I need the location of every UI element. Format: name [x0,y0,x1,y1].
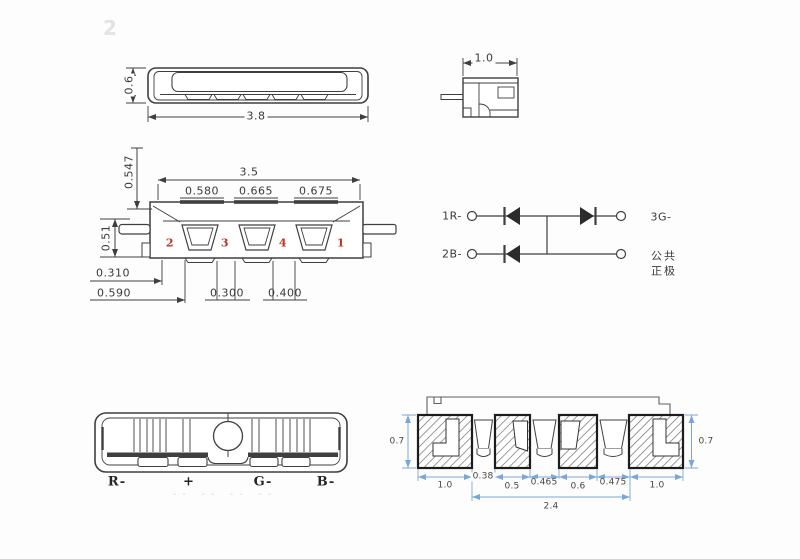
bottom-pad-label-plus: + [183,474,195,490]
schematic-terminal-1r-label: 1R- [442,209,462,223]
top-view-height-dim-label: 0.6 [122,73,136,97]
front-view-seg-mid-dim-label: 0.665 [239,184,273,198]
pin-number-3: 3 [220,236,230,250]
schematic-terminal-3g-label: 3G- [650,210,672,224]
padlayout-gap2-dim-label: 0.465 [528,477,560,488]
front-view [90,147,397,303]
front-view-cup-a-dim-label: 0.300 [210,286,244,300]
front-view-cup-b-dim-label: 0.400 [268,286,302,300]
padlayout-height-right-dim-label: 0.7 [698,436,714,447]
side-view-width-dim-label: 1.0 [472,51,496,65]
pin-number-2: 2 [165,236,175,250]
bottom-pad-label-b: B- [316,474,336,490]
schematic-common-anode-label-line2: 正极 [651,264,677,278]
padlayout-gap1-dim-label: 0.38 [470,471,496,482]
front-view-seg-left-dim-label: 0.580 [185,184,219,198]
front-view-offset-a-dim-label: 0.310 [96,266,130,280]
padlayout-pad3-dim-label: 0.6 [570,481,586,492]
watermark-text: 2 [103,16,117,40]
bottom-pad-label-g: G- [253,474,273,490]
pin-number-4: 4 [278,236,288,250]
bottom-view [94,412,348,473]
side-view [440,58,519,118]
diode-green [580,207,597,225]
padlayout-height-left-dim-label: 0.7 [389,436,405,447]
bottom-pad-label-r: R- [107,474,127,490]
padlayout-pad-outer-right-dim-label: 1.0 [649,480,665,491]
pad-layout [402,396,698,501]
front-view-height-upper-dim-label: 0.547 [122,153,136,191]
front-view-seg-right-dim-label: 0.675 [299,184,333,198]
schematic-terminal-2b-label: 2B- [441,247,463,261]
padlayout-inner-span-dim-label: 2.4 [543,501,559,512]
diode-blue [503,245,520,263]
padlayout-pad-outer-left-dim-label: 1.0 [437,480,453,491]
faint-marks: -- -- -- -- [172,489,278,500]
front-view-lead-height-dim-label: 0.51 [99,224,113,252]
circuit-schematic [466,207,627,263]
schematic-common-anode-label-line1: 公共 [651,249,677,263]
padlayout-pad2-dim-label: 0.5 [504,481,520,492]
padlayout-gap3-dim-label: 0.475 [597,477,629,488]
top-view-width-dim-label: 3.8 [244,109,268,123]
front-view-offset-b-dim-label: 0.590 [97,286,131,300]
diode-red [503,207,520,225]
pin-number-1: 1 [336,236,346,250]
front-view-total-width-dim-label: 3.5 [239,165,259,179]
